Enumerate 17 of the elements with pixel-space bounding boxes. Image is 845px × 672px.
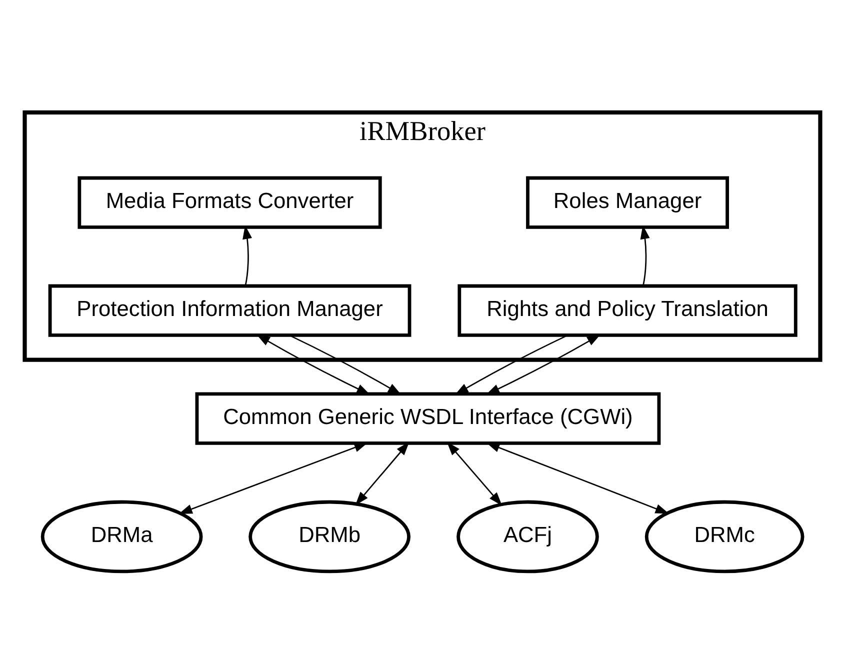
arrow (242, 224, 252, 286)
node-ellipse: DRMc (644, 500, 804, 573)
node-ellipse: DRMa (40, 500, 203, 573)
arrow (640, 224, 650, 286)
node-box: Rights and Policy Translation (458, 284, 798, 336)
arrow (486, 442, 670, 514)
node-box: Roles Manager (526, 176, 729, 228)
node-ellipse: ACFj (456, 500, 599, 573)
node-ellipse: DRMb (248, 500, 410, 573)
node-box: Protection Information Manager (48, 284, 412, 336)
arrow (289, 334, 402, 394)
arrow (454, 334, 568, 394)
arrow (256, 334, 370, 394)
node-box: Common Generic WSDL Interface (CGWi) (195, 392, 661, 444)
arrow (486, 334, 601, 394)
arrow (178, 442, 368, 514)
node-box: Media Formats Converter (78, 176, 382, 228)
